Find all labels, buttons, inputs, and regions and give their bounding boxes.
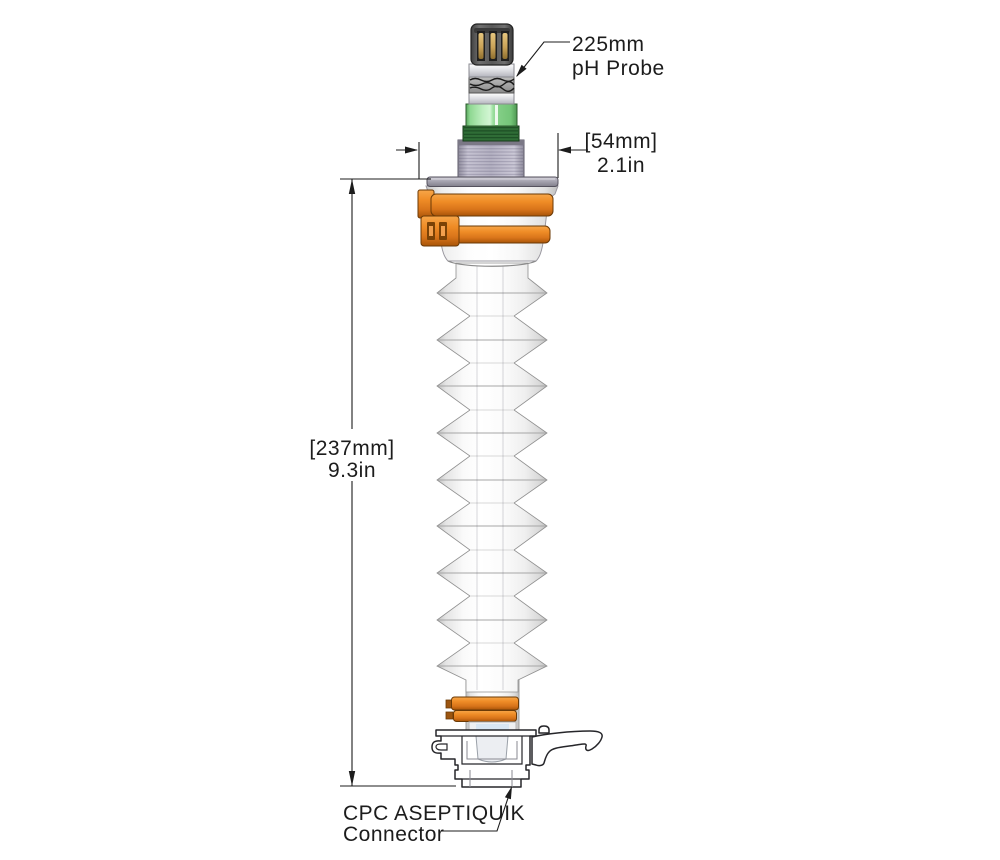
leader-probe — [516, 41, 570, 77]
dimension-width — [396, 133, 588, 179]
knurled-texture — [459, 142, 523, 178]
width-arrow-right — [558, 146, 571, 154]
white-band — [468, 92, 515, 105]
probe-label-line2: pH Probe — [572, 57, 665, 80]
probe-label-line1: 225mm — [572, 33, 645, 56]
sensor-housing-top — [426, 139, 559, 187]
threaded-collar-threads — [464, 127, 518, 140]
pin-gold-3 — [502, 33, 508, 59]
connector-leader-arrow — [504, 786, 512, 800]
latch-lever — [531, 730, 603, 767]
bellows-seam-lines — [476, 266, 504, 690]
height-arrow-top — [348, 179, 356, 194]
height-arrow-bottom — [348, 771, 356, 786]
tri-clamp-bottom — [445, 696, 519, 722]
dimension-height — [340, 178, 456, 787]
stub-window — [476, 724, 509, 734]
connector-label-line1: CPC ASEPTIQUIK — [343, 802, 525, 825]
bellows-waist-lines — [471, 315, 513, 644]
bottom-clamp-band-2 — [453, 710, 517, 722]
height-dimension-imperial: 9.3in — [328, 459, 376, 482]
hex-nut — [465, 103, 518, 127]
hex-nut-divider — [495, 105, 498, 125]
clamp-band-1 — [430, 193, 554, 217]
silver-band — [468, 63, 515, 78]
probe-tip-inside — [475, 735, 509, 763]
aseptiquik-connector — [431, 725, 603, 788]
buckle-pin-1 — [429, 226, 433, 236]
bottom-clamp-bolt-2 — [445, 711, 454, 720]
ph-probe-head — [468, 23, 515, 105]
leader-connector — [441, 786, 512, 832]
probe-assembly — [417, 23, 603, 788]
top-flange — [426, 176, 559, 187]
coil-wraps — [469, 77, 515, 92]
pin-gold-1 — [478, 33, 484, 59]
buckle-pin-2 — [441, 226, 445, 236]
probe-leader-arrow — [516, 64, 527, 77]
bellows-ridge-lines — [438, 292, 546, 667]
width-arrow-left — [405, 146, 418, 154]
probe-gland — [462, 103, 520, 142]
bellows — [436, 262, 548, 693]
tri-clamp-upper — [417, 189, 554, 247]
latch-pin — [538, 725, 550, 734]
connector-label-line2: Connector — [343, 823, 444, 846]
height-dimension-metric: [237mm] — [309, 437, 394, 460]
knurled-top-band — [458, 140, 524, 145]
width-dimension-imperial: 2.1in — [597, 154, 645, 177]
width-dimension-metric: [54mm] — [584, 130, 657, 153]
bellows-body — [436, 262, 548, 693]
connector-inner-lines — [435, 735, 530, 787]
bottom-clamp-band-1 — [451, 696, 519, 711]
dome-bottom-edge — [447, 260, 537, 267]
connector-pins — [477, 31, 509, 61]
pin-gold-2 — [490, 33, 496, 59]
